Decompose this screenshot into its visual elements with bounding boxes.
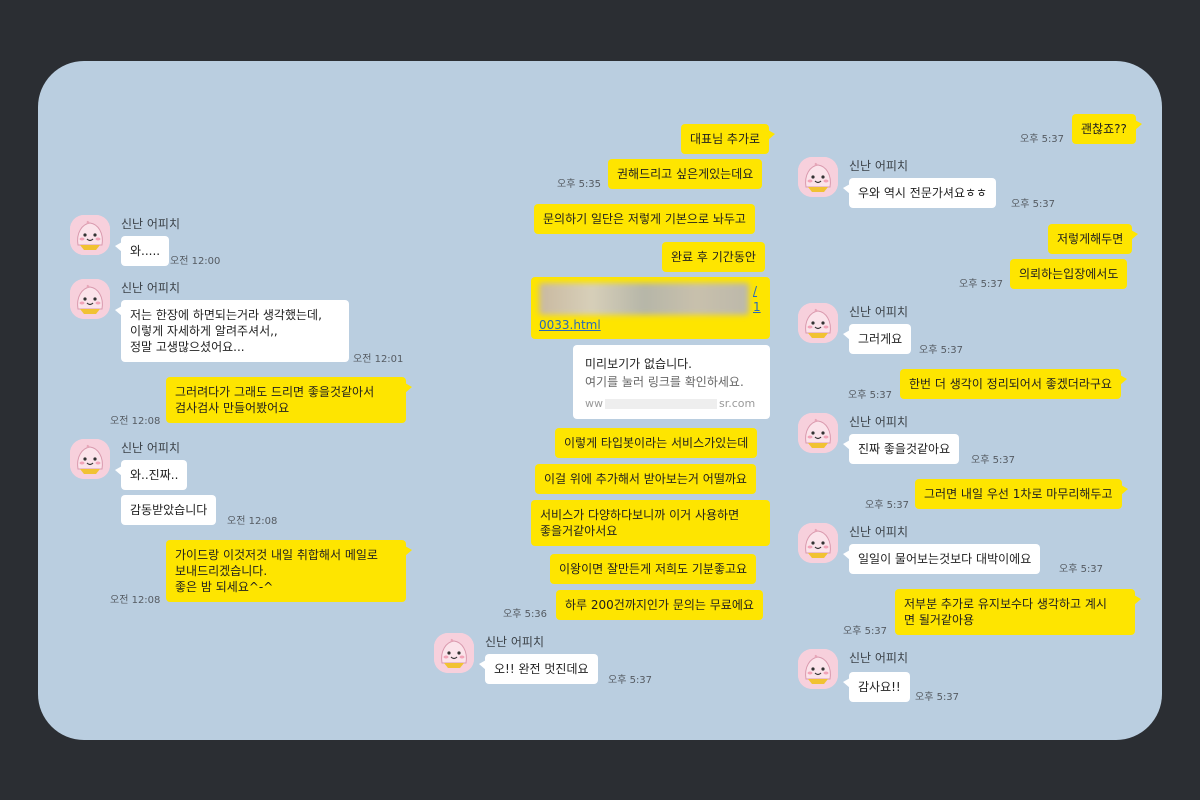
apeach-icon — [798, 303, 838, 343]
message-bubble[interactable]: 한번 더 생각이 정리되어서 좋겠더라구요 — [900, 369, 1127, 399]
avatar[interactable] — [798, 523, 838, 563]
sender-name: 신난 어피치 — [849, 159, 909, 173]
avatar[interactable] — [70, 215, 110, 255]
apeach-icon — [798, 413, 838, 453]
message-bubble[interactable]: 오!! 완전 멋진데요 — [479, 654, 598, 684]
masked-url — [605, 399, 717, 409]
sender-name: 신난 어피치 — [849, 525, 909, 539]
message-bubble[interactable]: 권해드리고 싶은게있는데요 — [608, 159, 763, 189]
message-time: 오후 5:37 — [1059, 564, 1104, 575]
message-bubble[interactable]: 그러려다가 그래도 드리면 좋을것같아서 검사검사 만들어봤어요 — [166, 377, 412, 423]
message-bubble[interactable]: 저는 한장에 하면되는거라 생각했는데, 이렇게 자세하게 알려주셔서,, 정말… — [115, 300, 349, 362]
message-bubble[interactable]: 우와 역시 전문가셔요ㅎㅎ — [842, 178, 997, 208]
avatar[interactable] — [70, 439, 110, 479]
avatar[interactable] — [434, 633, 474, 673]
preview-subtitle: 여기를 눌러 링크를 확인하세요. — [585, 375, 744, 389]
message-bubble[interactable]: 이걸 위에 추가해서 받아보는거 어떨까요 — [535, 464, 756, 494]
avatar[interactable] — [70, 279, 110, 319]
message-bubble[interactable]: 의뢰하는입장에서도 — [1010, 259, 1128, 289]
sender-name: 신난 어피치 — [121, 217, 181, 231]
message-bubble[interactable]: 서비스가 다양하다보니까 이거 사용하면 좋을거같아서요 — [531, 500, 770, 546]
blurred-link-text — [539, 283, 749, 315]
message-bubble[interactable]: 그러게요 — [842, 324, 912, 354]
sender-name: 신난 어피치 — [849, 415, 909, 429]
apeach-icon — [798, 649, 838, 689]
avatar[interactable] — [798, 303, 838, 343]
message-time: 오후 5:37 — [971, 455, 1016, 466]
message-time: 오전 12:01 — [353, 354, 404, 365]
message-time: 오후 5:36 — [503, 609, 548, 620]
message-bubble[interactable]: 대표님 추가로 — [681, 124, 776, 154]
message-time: 오전 12:00 — [170, 256, 221, 267]
message-bubble[interactable]: 가이드랑 이것저것 내일 취합해서 메일로 보내드리겠습니다. 좋은 밤 되세요… — [166, 540, 412, 602]
sender-name: 신난 어피치 — [121, 441, 181, 455]
message-time: 오후 5:37 — [919, 345, 964, 356]
message-bubble[interactable]: 감동받았습니다 — [121, 495, 217, 525]
apeach-icon — [70, 215, 110, 255]
message-time: 오후 5:37 — [959, 279, 1004, 290]
apeach-icon — [434, 633, 474, 673]
message-bubble[interactable]: 와..진짜.. — [114, 460, 188, 490]
apeach-icon — [70, 279, 110, 319]
message-time: 오후 5:37 — [915, 692, 960, 703]
message-bubble[interactable]: 일일이 물어보는것보다 대박이에요 — [842, 544, 1041, 574]
message-time: 오후 5:37 — [608, 675, 653, 686]
message-bubble[interactable]: 감사요!! — [843, 672, 910, 702]
message-bubble[interactable]: 완료 후 기간동안 — [662, 242, 765, 272]
message-time: 오후 5:37 — [1011, 199, 1056, 210]
message-time: 오전 12:08 — [110, 595, 161, 606]
sender-name: 신난 어피치 — [849, 651, 909, 665]
message-bubble[interactable]: 이렇게 타입봇이라는 서비스가있는데 — [555, 428, 758, 458]
message-time: 오전 12:08 — [110, 416, 161, 427]
message-bubble[interactable]: 진짜 좋을것같아요 — [842, 434, 960, 464]
avatar[interactable] — [798, 413, 838, 453]
link-url[interactable]: 0033.html — [539, 318, 601, 332]
sender-name: 신난 어피치 — [121, 281, 181, 295]
apeach-icon — [70, 439, 110, 479]
message-time: 오후 5:37 — [865, 500, 910, 511]
preview-title: 미리보기가 없습니다. — [585, 357, 692, 371]
message-bubble[interactable]: 그러면 내일 우선 1차로 마무리해두고 — [915, 479, 1127, 509]
avatar[interactable] — [798, 157, 838, 197]
message-bubble[interactable]: 와..... — [114, 236, 170, 266]
message-bubble[interactable]: 저렇게해두면 — [1048, 224, 1139, 254]
apeach-icon — [798, 157, 838, 197]
message-time: 오후 5:37 — [843, 626, 888, 637]
message-time: 오후 5:37 — [848, 390, 893, 401]
message-bubble[interactable]: 하루 200건까지인가 문의는 무료에요 — [556, 590, 763, 620]
message-bubble[interactable]: 괜찮죠?? — [1072, 114, 1142, 144]
sender-name: 신난 어피치 — [485, 635, 545, 649]
avatar[interactable] — [798, 649, 838, 689]
sender-name: 신난 어피치 — [849, 305, 909, 319]
chat-screenshot-panel: 신난 어피치 와..... 오전 12:00 신난 어피치 저는 한장에 하면되… — [38, 61, 1162, 740]
link-url[interactable]: / — [753, 284, 758, 298]
message-bubble[interactable]: 이왕이면 잘만든게 저희도 기분좋고요 — [550, 554, 757, 584]
message-time: 오후 5:35 — [557, 179, 602, 190]
link-message[interactable]: / 1 0033.html — [531, 277, 770, 339]
message-time: 오전 12:08 — [227, 516, 278, 527]
message-bubble[interactable]: 저부분 추가로 유지보수다 생각하고 계시 면 될거같아용 — [895, 589, 1141, 635]
apeach-icon — [798, 523, 838, 563]
message-time: 오후 5:37 — [1020, 134, 1065, 145]
link-url[interactable]: 1 — [753, 300, 761, 314]
message-bubble[interactable]: 문의하기 일단은 저렇게 기본으로 놔두고 — [534, 204, 755, 234]
